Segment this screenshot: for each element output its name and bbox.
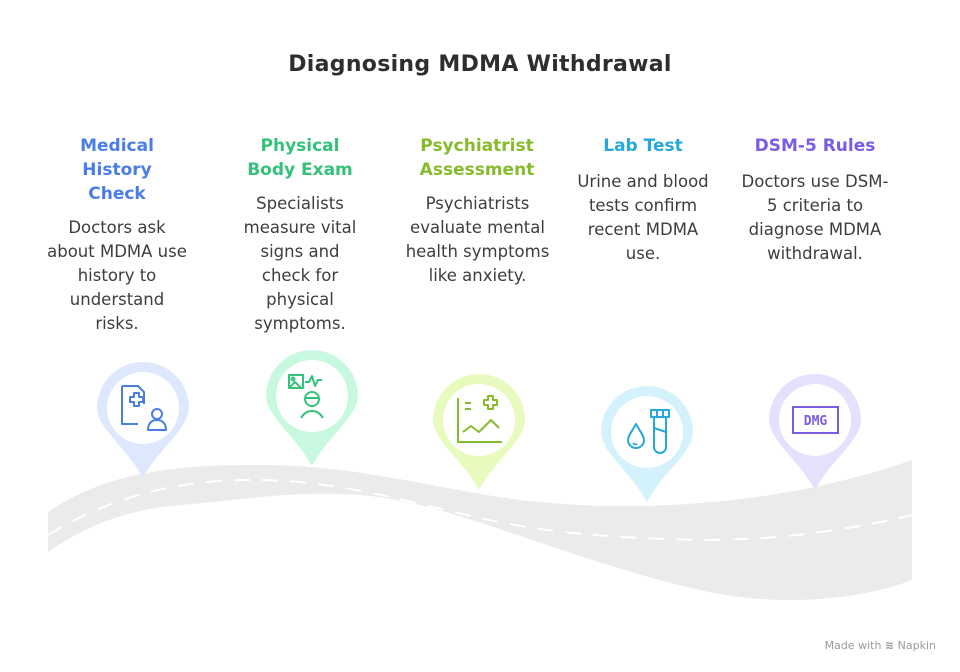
dmg-label: DMG — [804, 414, 828, 429]
step-description: Psychiatrists evaluate mental health sym… — [405, 194, 550, 285]
step-heading: Medical History Check — [80, 136, 154, 204]
made-with-label: Made with — [824, 639, 882, 652]
pin-physical-exam — [266, 350, 358, 466]
step-physical-exam: Physical Body Exam Specialists measure v… — [225, 134, 375, 336]
drop-test-tube-icon — [627, 409, 670, 454]
pin-dsm5: DMG — [769, 374, 861, 490]
health-chart-icon — [457, 395, 502, 443]
step-description: Specialists measure vital signs and chec… — [243, 194, 357, 333]
step-heading: Psychiatrist Assessment — [419, 136, 535, 180]
brand-label: Napkin — [897, 639, 936, 652]
napkin-logo-icon: ≋ — [884, 639, 895, 652]
step-heading: Lab Test — [603, 136, 683, 156]
footer-attribution[interactable]: Made with ≋ Napkin — [825, 639, 936, 652]
step-description: Doctors ask about MDMA use history to un… — [47, 218, 187, 333]
step-heading: DSM-5 Rules — [754, 136, 876, 156]
pin-psychiatrist — [433, 374, 525, 490]
step-description: Urine and blood tests confirm recent MDM… — [577, 172, 709, 263]
dmg-badge-icon: DMG — [792, 406, 839, 434]
pin-lab-test — [601, 386, 693, 502]
road — [48, 460, 912, 601]
vitals-patient-icon — [288, 374, 324, 419]
road-centerline — [47, 478, 913, 542]
medical-record-user-icon — [121, 385, 167, 431]
step-heading: Physical Body Exam — [247, 136, 353, 180]
step-psychiatrist: Psychiatrist Assessment Psychiatrists ev… — [402, 134, 552, 288]
diagram-title: Diagnosing MDMA Withdrawal — [288, 52, 672, 77]
pin-medical-history — [96, 361, 189, 478]
step-lab-test: Lab Test Urine and blood tests confirm r… — [568, 134, 718, 266]
step-medical-history: Medical History Check Doctors ask about … — [42, 134, 192, 336]
step-dsm5: DSM-5 Rules Doctors use DSM-5 criteria t… — [740, 134, 890, 266]
step-description: Doctors use DSM-5 criteria to diagnose M… — [741, 172, 889, 263]
